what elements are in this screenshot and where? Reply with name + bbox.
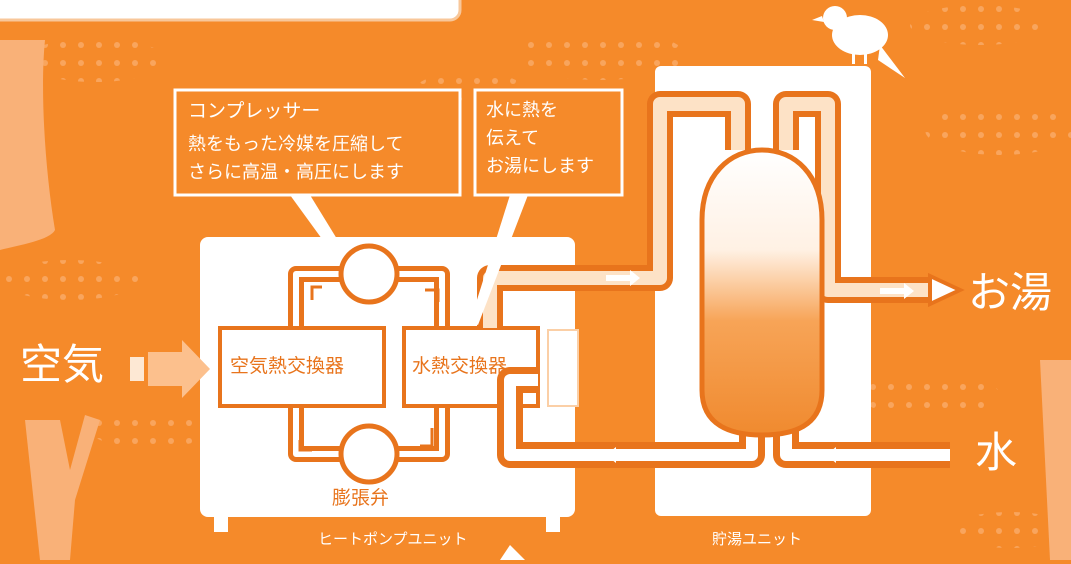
compressor-title: コンプレッサー <box>188 100 321 122</box>
water-heating-desc-3: お湯にします <box>486 156 594 177</box>
water-heating-desc-1: 水に熱を <box>486 100 558 121</box>
bottom-pointer <box>500 545 525 560</box>
tree-decoration <box>0 40 1071 560</box>
heat-pump-unit-label: ヒートポンプユニット <box>318 530 468 548</box>
compressor-callout <box>173 88 462 252</box>
hot-water-label: お湯 <box>968 268 1053 317</box>
storage-tank <box>699 147 825 438</box>
water-heating-callout <box>470 88 624 325</box>
water-heat-exchanger-label: 水熱交換器 <box>412 355 508 377</box>
air-heat-exchanger-box <box>218 326 386 408</box>
expansion-valve-icon <box>338 423 400 485</box>
compressor-desc-2: さらに高温・高圧にします <box>188 162 404 183</box>
compressor-icon <box>338 243 400 305</box>
water-label: 水 <box>975 428 1018 477</box>
background-pattern <box>0 5 1071 548</box>
air-heat-exchanger-label: 空気熱交換器 <box>230 355 345 377</box>
loop-arrows <box>298 285 440 452</box>
storage-unit-label: 貯湯ユニット <box>712 530 803 548</box>
air-label: 空気 <box>20 340 105 389</box>
compressor-desc-1: 熱をもった冷媒を圧縮して <box>188 134 404 155</box>
bird-icon <box>812 6 905 78</box>
hot-water-outlet-pipe <box>773 91 935 303</box>
water-heating-desc-2: 伝えて <box>486 128 540 149</box>
cold-water-pipe <box>497 367 950 468</box>
title-banner <box>0 0 462 22</box>
air-inlet-arrow <box>130 340 210 398</box>
hot-water-outlet-arrow <box>928 272 965 308</box>
expansion-valve-label: 膨張弁 <box>332 487 390 509</box>
flow-arrows <box>606 270 914 463</box>
